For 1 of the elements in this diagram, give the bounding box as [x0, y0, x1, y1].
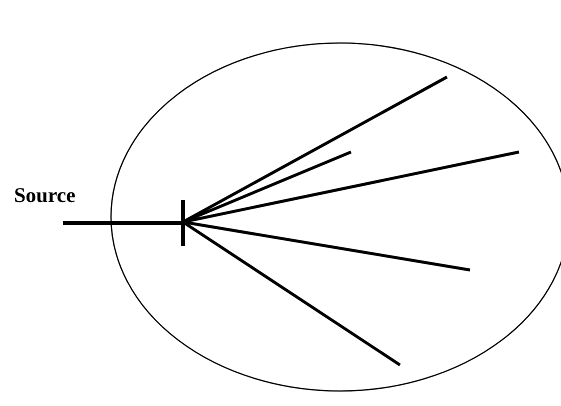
label-text: Source [14, 183, 76, 207]
